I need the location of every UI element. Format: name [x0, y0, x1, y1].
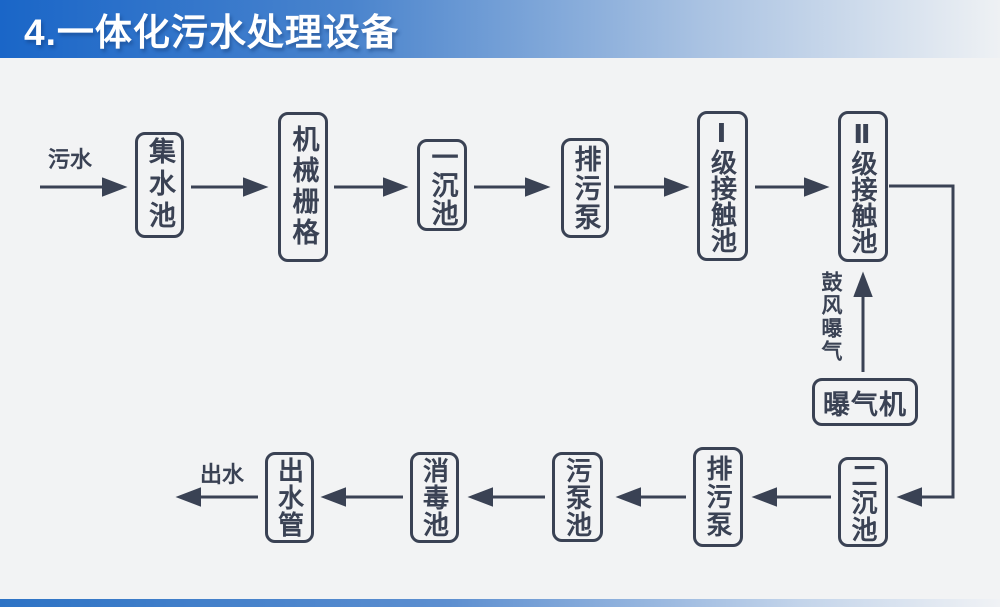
node-outlet-pipe: 出水管: [265, 452, 314, 543]
node-secondary-sedimentation: 二沉池: [838, 457, 888, 547]
page-title: 4.一体化污水处理设备: [24, 12, 399, 53]
node-aerator: 曝气机: [812, 378, 918, 426]
node-primary-sedimentation: 一沉池: [417, 139, 467, 231]
node-sewage-pump-bottom: 排污泵: [693, 447, 743, 547]
node-label: 污泵池: [562, 456, 593, 538]
arrow-stage2-to-secondary-connector: [889, 184, 955, 507]
aeration-label: 鼓风曝气: [819, 271, 842, 363]
node-label: 消毒池: [419, 457, 450, 538]
node-label: 排污泵: [570, 144, 601, 232]
node-label: Ⅱ级接触池: [848, 119, 878, 254]
title-bar: 4.一体化污水处理设备: [0, 0, 1000, 58]
outflow-label: 出水: [200, 462, 245, 487]
node-label: 二沉池: [848, 461, 878, 543]
node-sewage-pump-tank: 污泵池: [552, 452, 603, 542]
node-collection-tank: 集水池: [135, 132, 184, 238]
node-label: 出水管: [274, 457, 305, 538]
node-label: Ⅰ级接触池: [707, 119, 738, 253]
node-label: 一沉池: [427, 143, 458, 227]
node-label: 机械栅格: [288, 125, 319, 249]
node-stage1-contact-tank: Ⅰ级接触池: [697, 111, 748, 261]
node-label: 曝气机: [823, 389, 907, 420]
node-sewage-pump-top: 排污泵: [561, 138, 609, 238]
node-stage2-contact-tank: Ⅱ级接触池: [838, 111, 888, 262]
node-disinfection-tank: 消毒池: [410, 452, 459, 543]
node-label: 集水池: [145, 137, 175, 233]
node-label: 排污泵: [703, 455, 733, 539]
bottom-accent-bar: [0, 599, 1000, 607]
inflow-label: 污水: [48, 147, 93, 172]
node-mechanical-screen: 机械栅格: [278, 112, 328, 262]
